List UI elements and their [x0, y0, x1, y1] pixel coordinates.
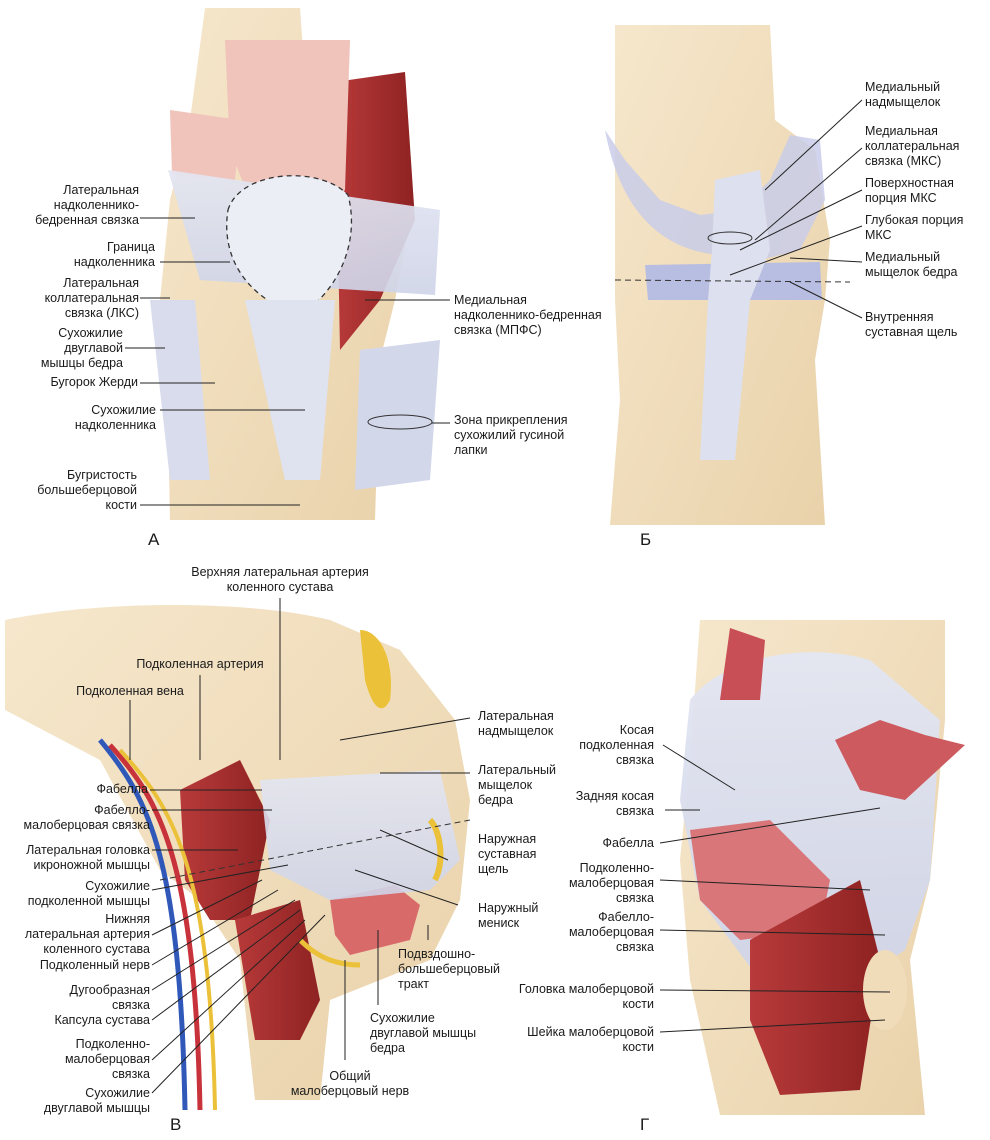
label-medial-patellofemoral-ligament: Медиальная надколеннико-бедренная связка…: [454, 293, 602, 337]
panel-letter-v: В: [170, 1115, 182, 1134]
panel-c-drawing: [5, 605, 471, 1111]
label-posterior-oblique-ligament: Задняя косая связка: [575, 789, 654, 818]
label-fabellofibular-ligament-c: Фабелло- малоберцовая связка: [23, 803, 150, 832]
label-medial-epicondyle: Медиальный надмыщелок: [865, 80, 941, 109]
label-fibular-head: Головка малоберцовой кости: [518, 982, 654, 1011]
label-medial-collateral-ligament: Медиальная коллатеральная связка (МКС): [865, 124, 960, 168]
label-popliteofibular-ligament-c: Подколенно- малоберцовая связка: [64, 1037, 150, 1081]
label-fabella-c: Фабелла: [96, 782, 148, 796]
panel-d-drawing: [680, 620, 965, 1115]
panel-letter-b: Б: [640, 530, 652, 549]
label-arcuate-ligament: Дугообразная связка: [69, 983, 150, 1012]
label-biceps-femoris-tendon: Сухожилие двуглавой мышцы бедра: [40, 326, 123, 370]
label-lateral-joint-line: Наружная суставная щель: [478, 832, 537, 876]
label-lateral-epicondyle: Латеральная надмыщелок: [478, 709, 554, 738]
panel-letter-g: Г: [640, 1115, 650, 1134]
label-lateral-gastrocnemius: Латеральная головка икроножной мышцы: [26, 843, 150, 872]
label-biceps-tendon: Сухожилие двуглавой мышцы: [43, 1086, 150, 1115]
label-popliteal-nerve: Подколенный нерв: [39, 958, 150, 972]
label-lateral-meniscus: Наружный мениск: [478, 901, 539, 930]
label-oblique-popliteal-ligament: Косая подколенная связка: [579, 723, 654, 767]
label-inferior-lateral-genicular-artery: Нижняя латеральная артерия коленного сус…: [24, 912, 150, 956]
label-lateral-collateral-ligament: Латеральная коллатеральная связка (ЛКС): [44, 276, 139, 320]
panel-b-drawing: [605, 25, 851, 525]
leader-lines: [125, 99, 891, 1094]
label-tibial-tuberosity: Бугристость большеберцовой кости: [37, 468, 137, 512]
label-lateral-patellofemoral-ligament: Латеральная надколеннико- бедренная связ…: [35, 183, 139, 227]
label-deep-mcl: Глубокая порция МКС: [865, 213, 964, 242]
label-medial-femoral-condyle: Медиальный мыщелок бедра: [865, 250, 958, 279]
label-joint-capsule: Капсула сустава: [54, 1013, 150, 1027]
label-medial-joint-line: Внутренняя суставная щель: [865, 310, 958, 339]
label-fibular-neck: Шейка малоберцовой кости: [527, 1025, 654, 1054]
label-superior-lateral-genicular-artery: Верхняя латеральная артерия коленного су…: [191, 565, 369, 594]
label-popliteofibular-ligament-d: Подколенно- малоберцовая связка: [568, 861, 654, 905]
label-gerdy-tubercle: Бугорок Жерди: [50, 375, 138, 389]
label-lateral-femoral-condyle: Латеральный мыщелок бедра: [478, 763, 556, 807]
label-common-peroneal-nerve: Общий малоберцовый нерв: [290, 1069, 410, 1098]
label-popliteal-artery: Подколенная артерия: [136, 657, 264, 671]
label-patellar-tendon: Сухожилие надколенника: [74, 403, 156, 432]
label-pes-anserinus-insertion: Зона прикрепления сухожилий гусиной лапк…: [454, 413, 568, 457]
panel-a-drawing: [150, 8, 440, 520]
label-biceps-femoris-tendon-c: Сухожилие двуглавой мышцы бедра: [370, 1011, 477, 1055]
label-popliteal-vein: Подколенная вена: [76, 684, 184, 698]
panel-letter-a: А: [148, 530, 160, 549]
label-patella-border: Граница надколенника: [73, 240, 155, 269]
label-fabellofibular-ligament-d: Фабелло- малоберцовая связка: [568, 910, 654, 954]
label-popliteus-tendon: Сухожилие подколенной мышцы: [27, 879, 150, 908]
label-fabella-d: Фабелла: [602, 836, 654, 850]
label-superficial-mcl: Поверхностная порция МКС: [865, 176, 954, 205]
label-iliotibial-tract: Подвздошно- большеберцовый тракт: [398, 947, 500, 991]
